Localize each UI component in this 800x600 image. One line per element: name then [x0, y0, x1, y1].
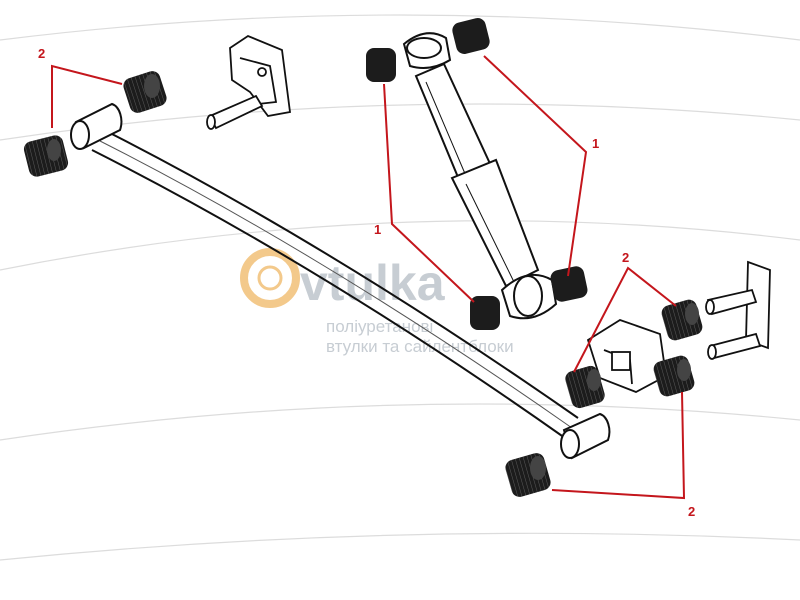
shock-absorber	[402, 32, 558, 320]
bushing	[123, 71, 167, 113]
bushing	[452, 18, 490, 54]
bushing	[550, 266, 588, 302]
arm-eye-left	[70, 102, 123, 150]
callout-label-2a: 2	[38, 46, 45, 61]
bushing	[661, 299, 703, 341]
upper-bracket	[206, 34, 292, 130]
callout-label-1a: 1	[592, 136, 599, 151]
ring-logo-icon	[240, 248, 300, 308]
bushings	[23, 18, 703, 497]
bushing	[470, 296, 500, 330]
callout-labels: 2 1 1 2 2	[38, 46, 695, 519]
bushing	[565, 365, 605, 409]
callout-leaders	[51, 55, 686, 500]
callout-label-2b: 2	[622, 250, 629, 265]
trailing-arm	[70, 102, 611, 460]
watermark-tagline-1: поліуретанові	[326, 317, 433, 336]
callout-label-2c: 2	[688, 504, 695, 519]
watermark: vtulka поліуретанові втулки та сайлентбл…	[240, 248, 514, 356]
bushing	[23, 135, 69, 177]
bushing	[653, 355, 695, 397]
arm-eye-right	[560, 412, 611, 460]
bushing	[366, 48, 396, 82]
bushing	[505, 453, 551, 497]
callout-label-1b: 1	[374, 222, 381, 237]
mount-plate-right	[705, 260, 771, 360]
